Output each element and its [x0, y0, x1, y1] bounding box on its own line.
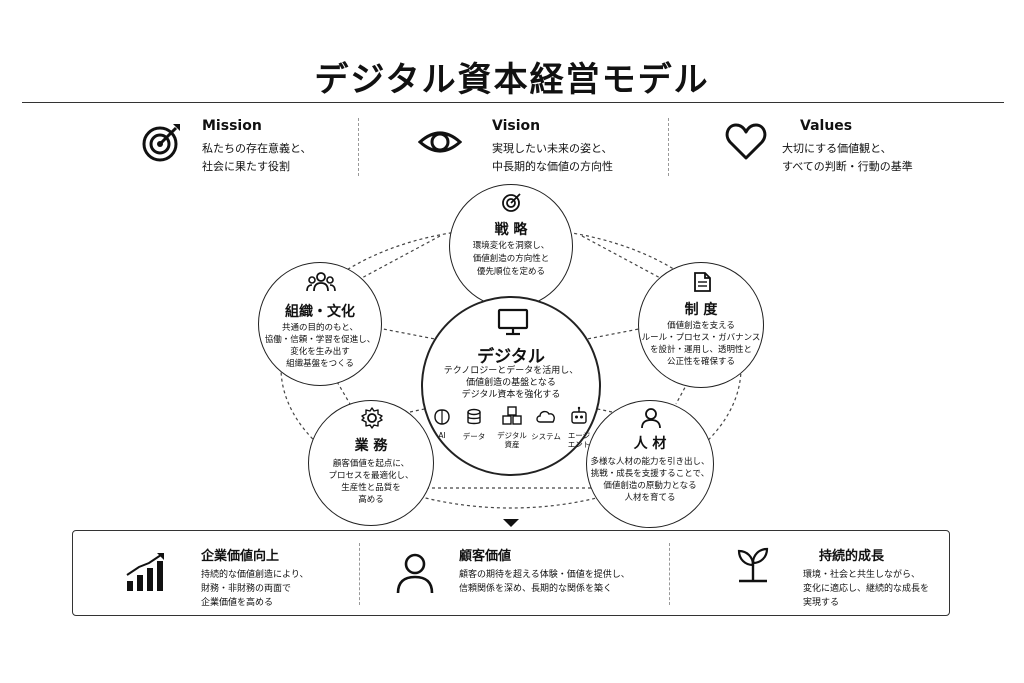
node-system: 制 度 価値創造を支える ルール・プロセス・ガバナンス を設計・運用し、透明性と… [638, 262, 764, 388]
node-text-line: 変化を生み出す [290, 347, 350, 357]
outcome-text-line: 企業価値を高める [201, 598, 274, 608]
outcome-text-line: 信頼関係を深め、長期的な関係を築く [459, 584, 613, 594]
database-icon [467, 408, 481, 425]
node-text-line: 多様な人材の能力を引き出し、 [590, 457, 710, 467]
user-icon [396, 553, 434, 594]
node-culture: 組織・文化 共通の目的のもと、 協働・信頼・学習を促進し、 変化を生み出す 組織… [258, 262, 382, 386]
outcome-text-line: 変化に適応し、継続的な成長を [803, 584, 930, 594]
outcome-text-line: 実現する [803, 598, 840, 608]
node-text-line: を設計・運用し、透明性と [649, 345, 752, 355]
monitor-icon [497, 308, 529, 336]
node-text-line: 優先順位を定める [476, 267, 545, 277]
node-text-line: プロセスを最適化し、 [328, 471, 414, 481]
group-icon [306, 272, 336, 292]
outcome-heading: 顧客価値 [459, 549, 512, 564]
node-text-line: 価値創造の方向性と [472, 254, 550, 264]
values-text-line: すべての判断・行動の基準 [782, 160, 913, 173]
gear-icon [361, 407, 383, 429]
node-text-line: 挑戦・成長を支援することで、 [590, 469, 710, 479]
node-digital: デジタル テクノロジーとデータを活用し、 価値創造の基盤となる デジタル資本を強… [421, 296, 601, 476]
sub-label: エージ エント [567, 431, 591, 449]
outcome-customer-value: 顧客価値 顧客の期待を超える体験・価値を提供し、 信頼関係を深め、長期的な関係を… [363, 531, 653, 617]
vision-text-line: 実現したい未来の姿と、 [492, 142, 613, 155]
node-title: デジタル [477, 347, 545, 367]
vision-block: Vision 実現したい未来の姿と、 中長期的な価値の方向性 [418, 118, 638, 184]
node-text-line: 高める [358, 495, 384, 505]
outcome-divider [669, 543, 670, 605]
node-strategy: 戦 略 環境変化を洞察し、 価値創造の方向性と 優先順位を定める [449, 184, 573, 308]
outcome-divider [359, 543, 360, 605]
sub-label: デジタル 資産 [497, 431, 527, 449]
values-text-line: 大切にする価値観と、 [782, 142, 892, 155]
outcome-text-line: 顧客の期待を超える体験・価値を提供し、 [459, 570, 630, 580]
document-icon [694, 272, 711, 292]
outcome-sustainable-growth: 持続的成長 環境・社会と共生しながら、 変化に適応し、継続的な成長を 実現する [673, 531, 949, 617]
target-icon [142, 124, 180, 162]
mission-text-line: 私たちの存在意義と、 [202, 142, 312, 155]
node-text-line: 公正性を確保する [666, 357, 735, 367]
node-text-line: ルール・プロセス・ガバナンス [641, 333, 761, 343]
mission-block: Mission 私たちの存在意義と、 社会に果たす役割 [140, 118, 340, 184]
node-title: 業 務 [354, 438, 388, 454]
node-text-line: 価値創造の基盤となる [466, 378, 556, 388]
node-text-line: 生産性と品質を [341, 483, 401, 493]
page-title: デジタル資本経営モデル [314, 60, 710, 100]
sub-label: データ [462, 432, 486, 441]
mission-heading: Mission [202, 118, 262, 134]
node-text-line: 人材を育てる [624, 493, 676, 503]
node-people: 人 材 多様な人材の能力を引き出し、 挑戦・成長を支援することで、 価値創造の原… [586, 400, 714, 528]
target-icon [502, 193, 521, 212]
cloud-icon [536, 410, 555, 423]
mission-text-line: 社会に果たす役割 [202, 160, 290, 173]
node-text-line: 環境変化を洞察し、 [472, 241, 550, 251]
outcome-corporate-value: 企業価値向上 持続的な価値創造により、 財務・非財務の両面で 企業価値を高める [73, 531, 363, 617]
node-text-line: 価値創造を支える [667, 321, 735, 331]
node-title: 人 材 [633, 436, 667, 452]
outcome-text-line: 持続的な価値創造により、 [201, 570, 309, 580]
sub-label: システム [531, 432, 561, 441]
outcome-text-line: 環境・社会と共生しながら、 [803, 570, 921, 580]
node-text-line: 組織基盤をつくる [286, 359, 354, 369]
arrow-down-icon [503, 519, 519, 527]
node-text-line: テクノロジーとデータを活用し、 [443, 366, 579, 376]
vision-heading: Vision [492, 118, 541, 134]
sub-label: AI [438, 431, 446, 440]
outcome-heading: 持続的成長 [819, 549, 885, 564]
eye-icon [418, 131, 462, 153]
node-text-line: 顧客価値を起点に、 [332, 459, 410, 469]
robot-icon [571, 406, 587, 424]
mvv-divider [668, 118, 669, 176]
node-operations: 業 務 顧客価値を起点に、 プロセスを最適化し、 生産性と品質を 高める [308, 400, 434, 526]
sprout-icon [737, 547, 769, 583]
node-title: 戦 略 [494, 222, 528, 238]
person-icon [641, 408, 661, 429]
bar-chart-icon [126, 553, 164, 591]
heart-icon [725, 123, 767, 160]
brain-icon [434, 409, 450, 425]
node-title: 組織・文化 [285, 304, 355, 320]
title-divider [22, 102, 1004, 103]
node-text-line: 価値創造の原動力となる [603, 481, 697, 491]
values-heading: Values [800, 118, 853, 134]
mvv-divider [358, 118, 359, 176]
outcome-text-line: 財務・非財務の両面で [201, 584, 292, 594]
outcomes-box: 企業価値向上 持続的な価値創造により、 財務・非財務の両面で 企業価値を高める … [72, 530, 950, 616]
vision-text-line: 中長期的な価値の方向性 [492, 160, 613, 173]
node-title: 制 度 [684, 302, 718, 318]
node-text-line: 共通の目的のもと、 [282, 323, 358, 333]
values-block: Values 大切にする価値観と、 すべての判断・行動の基準 [724, 118, 954, 184]
node-text-line: 協働・信頼・学習を促進し、 [264, 335, 376, 345]
outcome-heading: 企業価値向上 [201, 549, 280, 564]
cubes-icon [502, 406, 522, 425]
node-text-line: デジタル資本を強化する [461, 390, 561, 400]
